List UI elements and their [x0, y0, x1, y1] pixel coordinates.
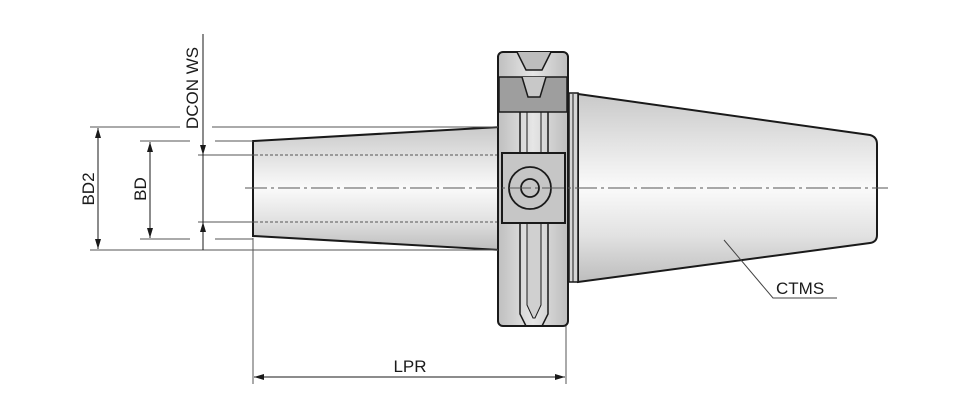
- extension-lines: [90, 126, 567, 384]
- dimension-bd2: BD2: [79, 128, 101, 249]
- label-bd2: BD2: [79, 172, 98, 205]
- label-dcon-ws: DCON WS: [183, 47, 202, 129]
- label-ctms: CTMS: [776, 279, 824, 298]
- dimension-dcon-ws: DCON WS: [183, 34, 206, 250]
- label-lpr: LPR: [393, 357, 426, 376]
- dimension-lpr: LPR: [254, 357, 565, 380]
- leader-ctms: CTMS: [723, 239, 837, 299]
- label-bd: BD: [131, 177, 150, 201]
- flange: [497, 51, 569, 327]
- dimension-bd: BD: [131, 142, 153, 238]
